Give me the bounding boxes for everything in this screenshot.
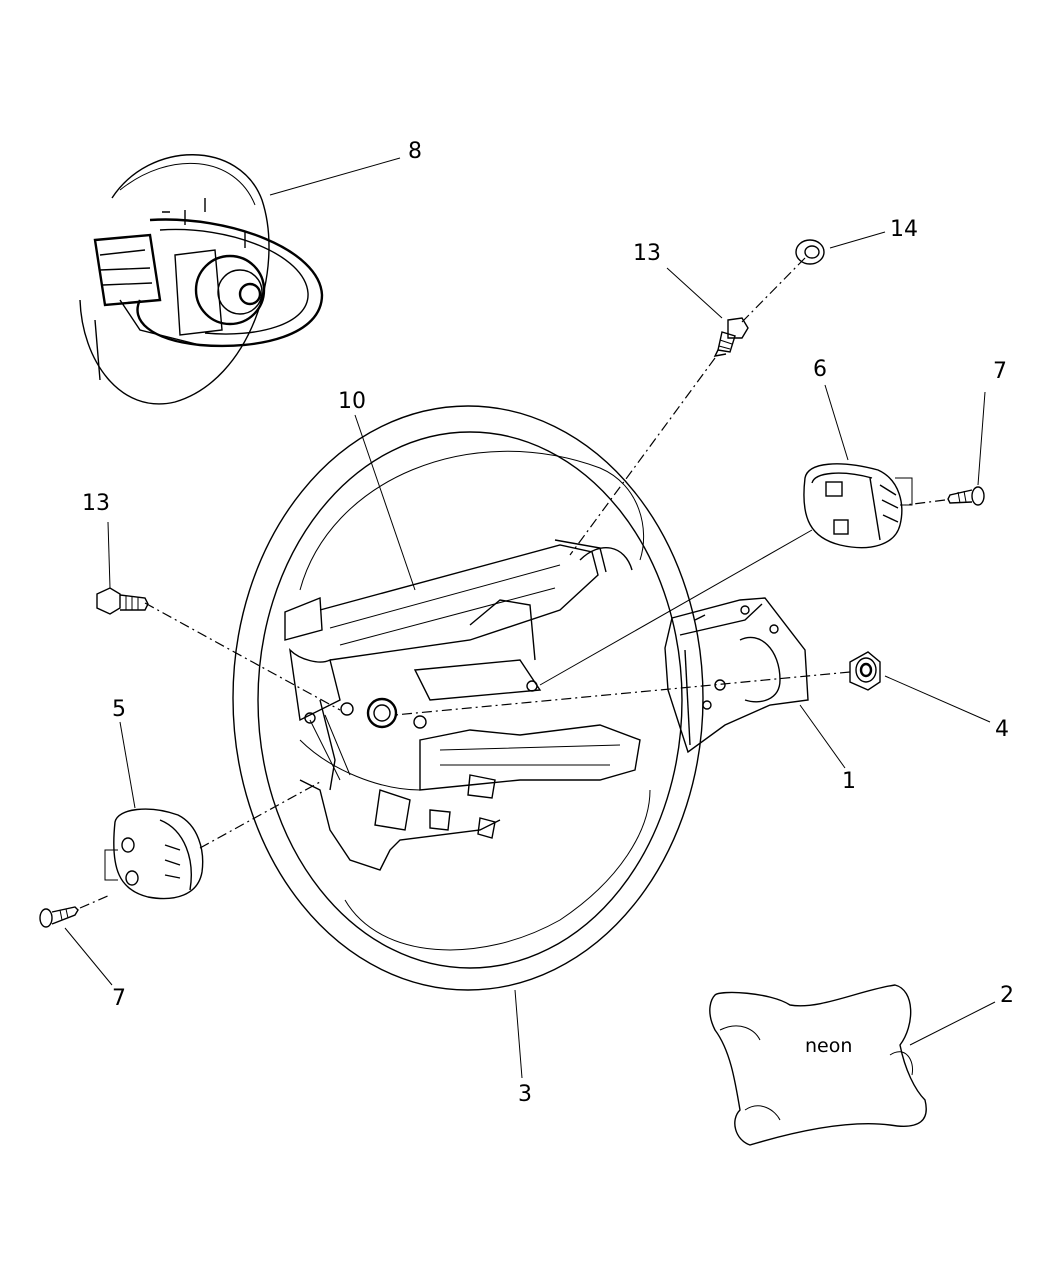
callout-1: 1 xyxy=(842,769,856,794)
callout-5: 5 xyxy=(112,697,126,722)
airbag-brand-text: neon xyxy=(805,1035,852,1057)
callout-13b: 13 xyxy=(82,491,110,516)
nut-part-4 xyxy=(849,651,881,691)
assembly-lines xyxy=(79,257,946,909)
airbag-part-2: neon xyxy=(709,984,927,1146)
leader-lines xyxy=(64,157,996,1079)
steering-wheel-part-3 xyxy=(232,405,704,991)
clock-spring-part-8 xyxy=(79,154,324,405)
callout-7a: 7 xyxy=(993,359,1007,384)
callout-6: 6 xyxy=(813,357,827,382)
screw-part-7-left xyxy=(39,906,79,928)
callout-3: 3 xyxy=(518,1082,532,1107)
callout-13a: 13 xyxy=(633,241,661,266)
screw-part-7-right xyxy=(947,486,985,506)
callout-8: 8 xyxy=(408,139,422,164)
clip-part-14 xyxy=(795,239,825,265)
callout-2: 2 xyxy=(1000,983,1014,1008)
callout-14: 14 xyxy=(890,217,918,242)
callout-4: 4 xyxy=(995,717,1009,742)
wheel-hub-part-10 xyxy=(284,539,641,871)
bolt-part-13-top xyxy=(713,317,749,357)
callout-10: 10 xyxy=(338,389,366,414)
left-switch-part-5 xyxy=(104,808,204,900)
callout-labels: 8 14 13 6 7 10 13 5 4 1 7 2 3 xyxy=(82,139,1014,1107)
bolt-part-13-left xyxy=(96,587,149,615)
right-switch-part-6 xyxy=(803,463,913,549)
trim-cover-part-1 xyxy=(664,597,809,754)
callout-7b: 7 xyxy=(112,986,126,1011)
